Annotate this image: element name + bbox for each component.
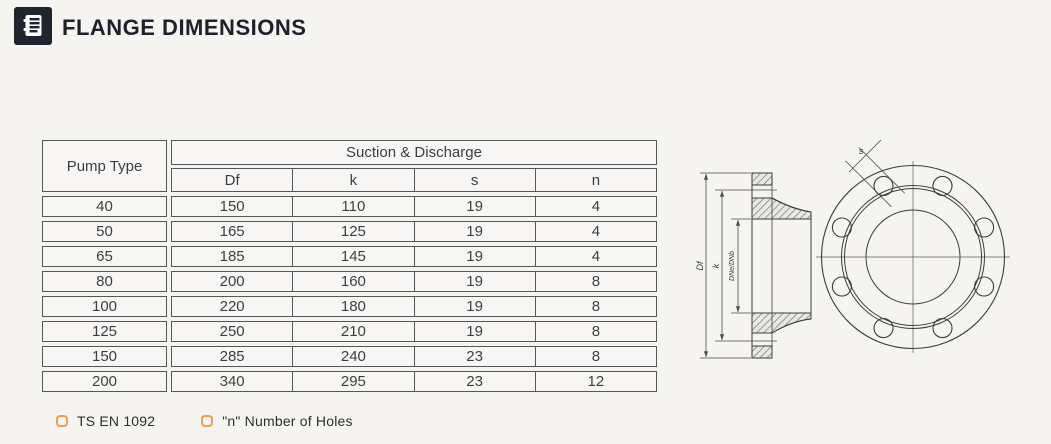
n-cell: 4 (534, 247, 656, 266)
k-cell: 240 (292, 347, 413, 366)
pump-type-cell: 200 (42, 371, 167, 392)
s-cell: 19 (413, 247, 535, 266)
table-row: 50 165 125 19 4 (42, 221, 657, 242)
k-cell: 160 (292, 272, 413, 291)
legend-label: TS EN 1092 (77, 413, 156, 429)
df-cell: 185 (219, 248, 245, 265)
pump-type-header: Pump Type (42, 140, 167, 192)
table-row: 65 185 145 19 4 (42, 246, 657, 267)
k-cell: 295 (292, 372, 413, 391)
n-cell: 8 (534, 297, 656, 316)
df-cell: 165 (219, 223, 245, 240)
group-header: Suction & Discharge (171, 140, 657, 165)
table-row: 100 220 180 19 8 (42, 296, 657, 317)
s-cell: 19 (413, 297, 535, 316)
table-row: 200 340 295 23 12 (42, 371, 657, 392)
pump-type-cell: 40 (42, 196, 167, 217)
df-cell: 250 (219, 323, 245, 340)
s-dimension (845, 139, 906, 208)
col-header-n: n (534, 169, 656, 191)
n-cell: 4 (534, 197, 656, 216)
pump-type-cell: 125 (42, 321, 167, 342)
flange-drawing-svg: Df k DNe/DNb s (695, 139, 1010, 359)
s-cell: 19 (413, 322, 535, 341)
legend-item-holes: "n" Number of Holes (201, 413, 353, 429)
n-cell: 12 (534, 372, 656, 391)
k-cell: 180 (292, 297, 413, 316)
n-cell: 8 (534, 322, 656, 341)
table-header-right: Suction & Discharge Df k s n (171, 140, 657, 192)
s-cell: 23 (413, 347, 535, 366)
spec-sheet-icon (14, 7, 52, 45)
flange-front-view (816, 139, 1010, 353)
n-cell: 4 (534, 222, 656, 241)
s-cell: 19 (413, 222, 535, 241)
k-cell: 110 (292, 197, 413, 216)
col-header-s: s (413, 169, 535, 191)
flange-section-view (751, 172, 812, 359)
orange-square-bullet-icon (56, 415, 68, 427)
df-cell: 340 (219, 373, 245, 390)
k-cell: 125 (292, 222, 413, 241)
df-cell: 150 (219, 198, 245, 215)
page-title: FLANGE DIMENSIONS (62, 15, 307, 40)
flange-dimensions-table: Pump Type Suction & Discharge Df k s n 4… (42, 140, 657, 396)
pump-type-cell: 150 (42, 346, 167, 367)
flange-technical-drawing: Df k DNe/DNb s (690, 139, 1051, 395)
bolt-holes (831, 175, 995, 339)
bore-dim-label: DNe/DNb (729, 251, 736, 281)
n-cell: 8 (534, 272, 656, 291)
table-row: 80 200 160 19 8 (42, 271, 657, 292)
pump-type-cell: 80 (42, 271, 167, 292)
dimension-lines (700, 172, 777, 359)
legend-item-standard: TS EN 1092 (56, 413, 155, 429)
notebook-icon (23, 15, 42, 36)
s-cell: 19 (413, 197, 535, 216)
pump-type-cell: 100 (42, 296, 167, 317)
k-cell: 210 (292, 322, 413, 341)
df-cell: 200 (219, 273, 245, 290)
pump-type-cell: 65 (42, 246, 167, 267)
df-cell: 285 (219, 348, 245, 365)
legend: TS EN 1092 "n" Number of Holes (56, 413, 353, 429)
col-header-k: k (292, 169, 413, 191)
k-dim-label: k (711, 263, 721, 268)
legend-label: "n" Number of Holes (222, 413, 353, 429)
s-dim-label: s (859, 146, 864, 156)
df-dim-label: Df (695, 260, 705, 270)
pump-type-cell: 50 (42, 221, 167, 242)
df-cell: 220 (219, 298, 245, 315)
orange-square-bullet-icon (201, 415, 214, 427)
s-cell: 19 (413, 272, 535, 291)
sub-header-row: Df k s n (171, 168, 657, 192)
n-cell: 8 (534, 347, 656, 366)
s-cell: 23 (413, 372, 535, 391)
col-header-df: Df (224, 171, 240, 189)
table-header: Pump Type Suction & Discharge Df k s n (42, 140, 657, 192)
table-row: 150 285 240 23 8 (42, 346, 657, 367)
k-cell: 145 (292, 247, 413, 266)
table-row: 125 250 210 19 8 (42, 321, 657, 342)
table-row: 40 150 110 19 4 (42, 196, 657, 217)
